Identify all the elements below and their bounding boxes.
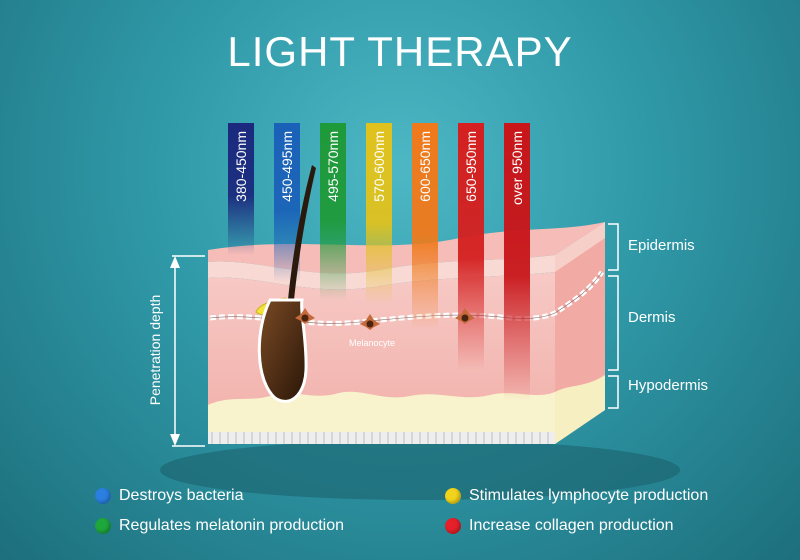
legend-item-collagen: Increase collagen production: [445, 517, 674, 535]
melanocyte-label: Melanocyte: [349, 338, 395, 348]
light-beam-570-600nm: [366, 123, 392, 305]
hypodermis-bracket: [608, 375, 619, 409]
hair-shaft: [288, 165, 316, 300]
hair-follicle: [255, 165, 316, 403]
wavelength-label: over 950nm: [509, 131, 525, 205]
yellow-dot-icon: [445, 488, 461, 504]
block-side-hypo: [555, 375, 605, 444]
light-beam-380-450nm: [228, 123, 254, 255]
legend-item-melatonin: Regulates melatonin production: [95, 517, 344, 535]
legend-label: Stimulates lymphocyte production: [469, 487, 709, 504]
epidermis-bracket: [608, 223, 619, 271]
wavelength-label: 450-495nm: [279, 131, 295, 202]
epidermis-label: Epidermis: [628, 237, 695, 254]
light-beam-650-950nm: [458, 123, 484, 370]
hypodermis-front: [208, 391, 555, 432]
melanocyte-cell: [295, 308, 315, 324]
green-dot-icon: [95, 518, 111, 534]
melanocyte-cells: [295, 308, 475, 330]
dermis-bracket: [608, 275, 619, 371]
blue-dot-icon: [95, 488, 111, 504]
block-side-epidermis: [555, 222, 605, 272]
block-shadow: [160, 440, 680, 500]
wavelength-label: 495-570nm: [325, 131, 341, 202]
light-beam-over-950nm: [504, 123, 530, 400]
legend-item-bacteria: Destroys bacteria: [95, 487, 244, 505]
wavelength-label: 380-450nm: [233, 131, 249, 202]
layer-brackets: [608, 223, 619, 409]
hair-bulb: [257, 298, 308, 403]
dermis-label: Dermis: [628, 309, 676, 326]
light-beam-495-570nm: [320, 123, 346, 300]
bottom-ticks: [211, 432, 549, 444]
legend-label: Increase collagen production: [469, 517, 674, 534]
penetration-depth-label: Penetration depth: [147, 295, 163, 406]
wavelength-label: 600-650nm: [417, 131, 433, 202]
red-dot-icon: [445, 518, 461, 534]
legend-item-lymphocyte: Stimulates lymphocyte production: [445, 487, 708, 505]
legend-label: Regulates melatonin production: [119, 517, 345, 534]
hypodermis-label: Hypodermis: [628, 377, 708, 394]
melanocyte-cell: [455, 308, 475, 324]
wavelength-label: 570-600nm: [371, 131, 387, 202]
light-beams: 380-450nm 450-495nm 495-570nm 570-600nm 600-…: [228, 123, 530, 400]
penetration-depth-arrow: [170, 255, 205, 447]
light-beam-600-650nm: [412, 123, 438, 330]
page-title: LIGHT THERAPY: [227, 28, 573, 75]
legend-label: Destroys bacteria: [119, 487, 244, 504]
wavelength-label: 650-950nm: [463, 131, 479, 202]
melanocyte-cell: [360, 314, 380, 330]
